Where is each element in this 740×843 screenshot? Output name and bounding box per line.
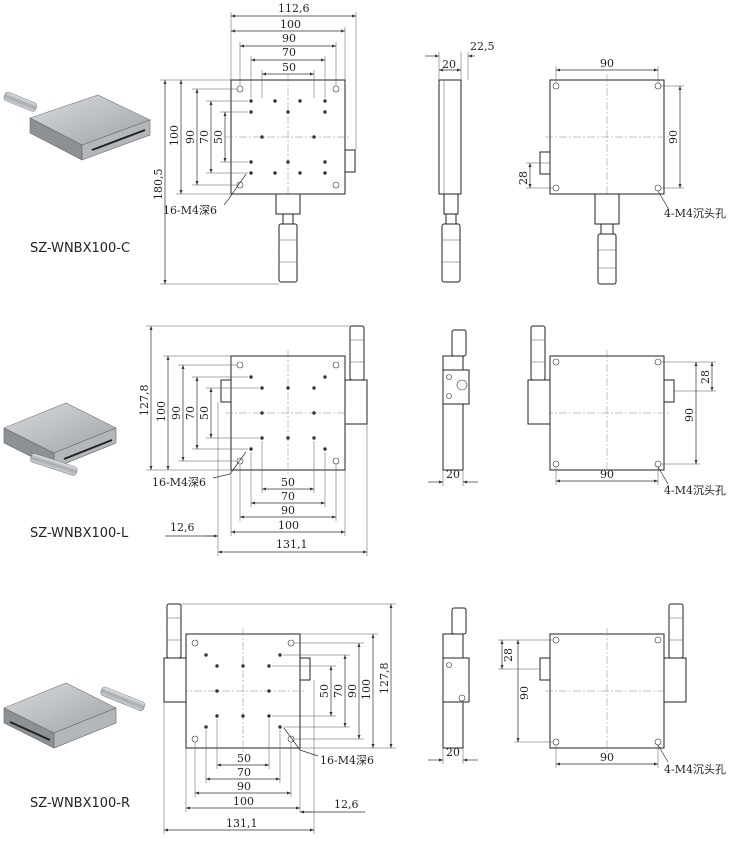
dim-c-left-70: 70	[198, 130, 211, 144]
dim-c-side-225: 22,5	[470, 40, 495, 53]
dim-r-right-100: 100	[360, 679, 373, 700]
dim-c-top-70: 70	[282, 46, 296, 59]
dim-c-top-100: 100	[280, 18, 301, 31]
product-image-l	[3, 402, 117, 476]
dim-r-back-28: 28	[502, 648, 515, 662]
dim-c-top-overall: 112,6	[278, 2, 310, 15]
hole-grid-c	[249, 99, 327, 175]
hole-grid-l	[249, 375, 327, 451]
dim-l-back-90: 90	[683, 408, 696, 422]
back-view-r: 28 90 90 4-M4沉头孔	[498, 603, 726, 776]
dim-c-bottom-90v: 90	[667, 130, 680, 144]
callout-c-counterbore: 4-M4沉头孔	[664, 207, 726, 220]
dim-l-left-50: 50	[198, 406, 211, 420]
dim-l-bot-70: 70	[281, 490, 295, 503]
dim-l-left-100: 100	[155, 401, 168, 422]
dim-r-bot-50: 50	[237, 752, 251, 765]
dim-r-bot-overall: 131,1	[226, 817, 258, 830]
top-view-l: 127,8 100 90 70 50 50 70 90	[138, 325, 368, 556]
dim-r-bot-100: 100	[233, 795, 254, 808]
dim-r-right-90: 90	[346, 684, 359, 698]
dim-l-left-70: 70	[184, 406, 197, 420]
dim-r-back-90h: 90	[600, 751, 614, 764]
model-label-c: SZ-WNBX100-C	[30, 241, 130, 256]
dim-l-bot-100: 100	[278, 519, 299, 532]
dim-c-bottom-90: 90	[600, 57, 614, 70]
callout-l-tapped: 16-M4深6	[152, 476, 206, 489]
dim-r-bot-90: 90	[237, 780, 251, 793]
dim-l-bot-overall: 131,1	[276, 538, 308, 551]
dim-r-back-90: 90	[518, 686, 531, 700]
row-l: SZ-WNBX100-L	[3, 325, 726, 556]
dim-l-back-90h: 90	[600, 468, 614, 481]
product-image-c	[3, 91, 151, 161]
dim-l-bot-126: 12,6	[170, 521, 195, 534]
dim-c-side-20: 20	[442, 58, 456, 71]
dim-c-bottom-28: 28	[517, 171, 530, 185]
dim-c-top-90: 90	[282, 32, 296, 45]
dim-l-bot-90: 90	[281, 504, 295, 517]
dim-r-right-50: 50	[318, 684, 331, 698]
top-view-r: 50 70 90 100 127,8 50 70 90	[163, 603, 396, 834]
side-view-l: 20	[428, 329, 478, 486]
dim-c-left-overall: 180,5	[152, 169, 165, 201]
callout-r-counterbore: 4-M4沉头孔	[664, 763, 726, 776]
model-label-r: SZ-WNBX100-R	[30, 796, 130, 811]
callout-c-tapped: 16-M4深6	[163, 204, 217, 217]
dim-l-back-28: 28	[699, 370, 712, 384]
hole-grid-r	[204, 653, 282, 729]
dim-r-right-overall: 127,8	[378, 663, 391, 695]
dim-l-side-20: 20	[446, 468, 460, 481]
model-label-l: SZ-WNBX100-L	[30, 526, 129, 541]
dim-c-left-90: 90	[184, 130, 197, 144]
product-image-r	[3, 682, 146, 749]
back-view-l: 28 90 90 4-M4沉头孔	[527, 325, 726, 497]
dim-r-side-20: 20	[446, 746, 460, 759]
row-c: SZ-WNBX100-C	[3, 2, 726, 285]
dim-c-left-50: 50	[212, 130, 225, 144]
dim-l-left-overall: 127,8	[138, 385, 151, 417]
dim-r-bot-70: 70	[237, 766, 251, 779]
side-view-r: 20	[428, 607, 478, 764]
row-r: SZ-WNBX100-R	[3, 603, 726, 834]
top-view-c: 112,6 100 90 70 50 180,5 100 90 70 50	[152, 2, 357, 285]
dim-r-right-70: 70	[332, 684, 345, 698]
dim-c-top-50: 50	[282, 61, 296, 74]
dim-r-bot-126: 12,6	[334, 798, 359, 811]
dim-l-left-90: 90	[170, 406, 183, 420]
dim-c-left-100: 100	[168, 125, 181, 146]
dim-l-bot-50: 50	[281, 476, 295, 489]
callout-l-counterbore: 4-M4沉头孔	[664, 484, 726, 497]
bottom-view-c: 90 90 28 4-M4沉头孔	[517, 57, 726, 285]
callout-r-tapped: 16-M4深6	[320, 754, 374, 767]
side-view-c: 22,5 20	[425, 40, 495, 283]
